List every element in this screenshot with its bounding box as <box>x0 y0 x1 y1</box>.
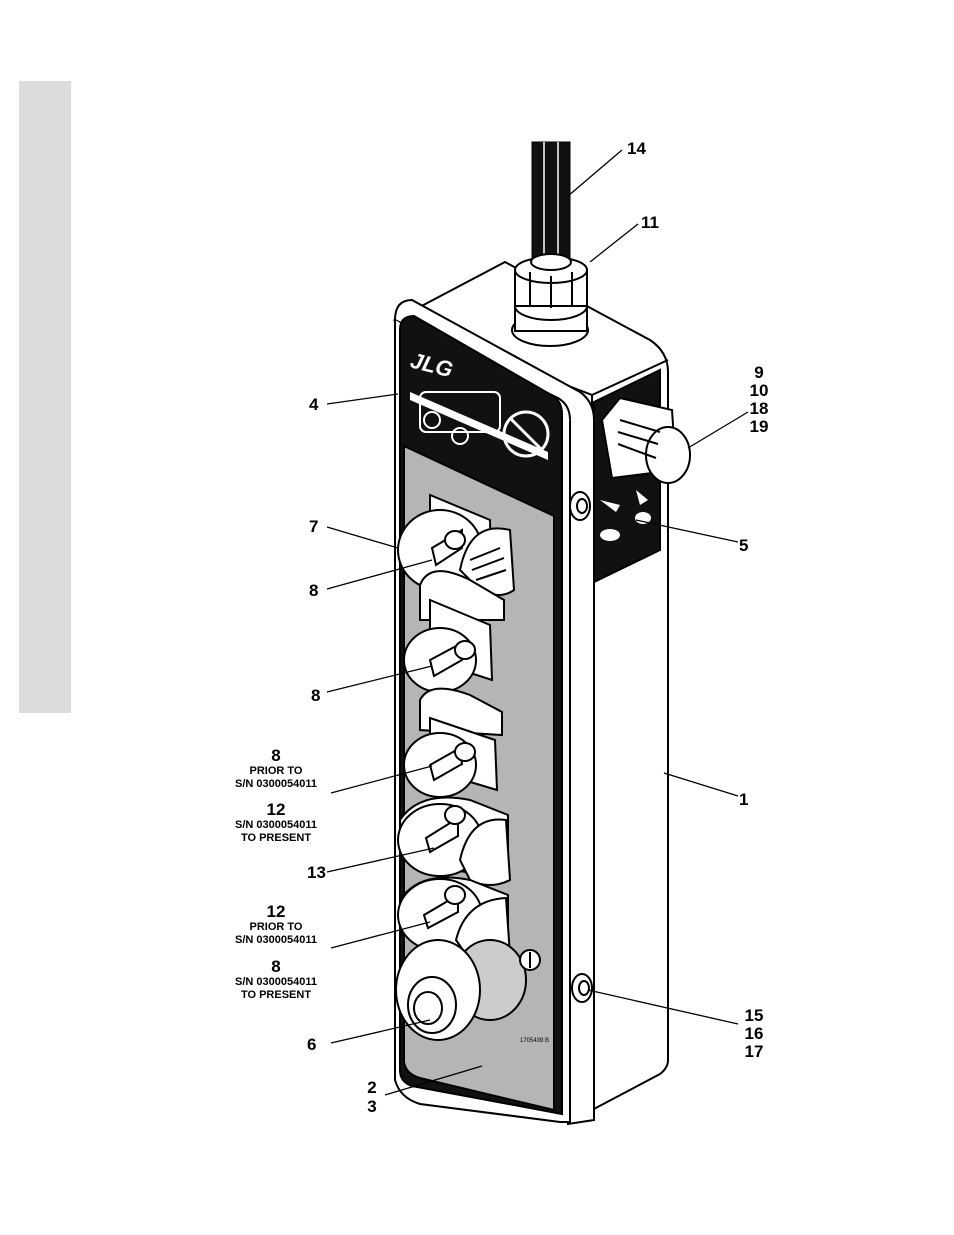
mounting-screw-lower <box>572 974 592 1002</box>
note-number: 8 <box>206 747 346 765</box>
callout-18: 18 <box>744 400 774 418</box>
speed-knob <box>602 398 690 483</box>
control-cable <box>532 142 570 267</box>
key-switch-icon <box>520 950 540 970</box>
callout-17: 17 <box>738 1043 770 1061</box>
note-12-prior: 12 PRIOR TO S/N 0300054011 <box>206 903 346 947</box>
note-line: TO PRESENT <box>206 989 346 1002</box>
note-line: PRIOR TO <box>206 921 346 934</box>
mounting-screw-upper <box>570 492 590 520</box>
note-8-present: 8 S/N 0300054011 TO PRESENT <box>206 958 346 1002</box>
callout-14: 14 <box>627 140 646 158</box>
callout-19: 19 <box>744 418 774 436</box>
callout-15: 15 <box>738 1007 770 1025</box>
callout-7: 7 <box>309 518 318 536</box>
callout-3: 3 <box>362 1098 382 1116</box>
note-line: S/N 0300054011 <box>206 934 346 947</box>
callout-8-middle: 8 <box>311 687 320 705</box>
callout-11: 11 <box>641 214 659 232</box>
note-12-present: 12 S/N 0300054011 TO PRESENT <box>206 801 346 845</box>
callout-1: 1 <box>739 791 748 809</box>
callout-13: 13 <box>307 864 326 882</box>
note-number: 12 <box>206 801 346 819</box>
cable-strain-relief <box>512 254 588 346</box>
note-8-prior: 8 PRIOR TO S/N 0300054011 <box>206 747 346 791</box>
callout-8-upper: 8 <box>309 582 318 600</box>
callout-2: 2 <box>362 1079 382 1097</box>
part-number: 1705439 B <box>520 1038 549 1044</box>
note-line: S/N 0300054011 <box>206 819 346 832</box>
callout-9: 9 <box>744 364 774 382</box>
note-line: S/N 0300054011 <box>206 778 346 791</box>
callout-6: 6 <box>307 1036 316 1054</box>
callout-5: 5 <box>739 537 748 555</box>
note-number: 12 <box>206 903 346 921</box>
callout-4: 4 <box>309 396 318 414</box>
note-number: 8 <box>206 958 346 976</box>
callout-16: 16 <box>738 1025 770 1043</box>
note-line: PRIOR TO <box>206 765 346 778</box>
note-line: TO PRESENT <box>206 832 346 845</box>
callout-10: 10 <box>744 382 774 400</box>
note-line: S/N 0300054011 <box>206 976 346 989</box>
